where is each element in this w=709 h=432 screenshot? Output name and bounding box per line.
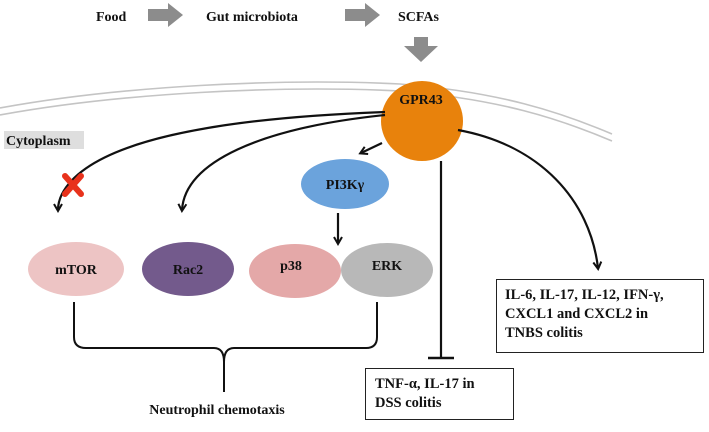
erk-node <box>341 243 433 297</box>
tnbs-colitis-box: IL-6, IL-17, IL-12, IFN-γ, CXCL1 and CXC… <box>496 279 704 353</box>
dss-colitis-box: TNF-α, IL-17 in DSS colitis <box>365 368 514 420</box>
arrow-to-tnbs <box>457 128 598 268</box>
gray-arrow-down <box>404 37 438 62</box>
dss-line-2: DSS colitis <box>375 395 442 411</box>
p38-node <box>249 244 341 298</box>
membrane-outer <box>0 81 613 135</box>
rac2-node <box>142 242 234 296</box>
chemotaxis-label: Neutrophil chemotaxis <box>149 403 285 418</box>
gpr43-label: GPR43 <box>399 93 443 108</box>
scfas-label: SCFAs <box>398 10 440 25</box>
cytoplasm-label: Cytoplasm <box>6 134 71 149</box>
gray-arrow-2 <box>345 3 380 27</box>
erk-label: ERK <box>372 259 402 274</box>
tnbs-line-2: CXCL1 and CXCL2 in <box>505 306 649 322</box>
chemotaxis-brace <box>73 302 378 392</box>
arrow-to-mtor <box>58 110 386 210</box>
cytoplasm-label-bg <box>4 131 84 149</box>
inhibition-x-icon <box>62 173 84 197</box>
gray-arrow-1 <box>148 3 183 27</box>
mtor-label: mTOR <box>55 263 98 278</box>
p38-label: p38 <box>280 259 302 274</box>
membrane-inner <box>0 88 613 142</box>
arrow-to-rac2 <box>182 113 386 210</box>
pi3k-label: PI3Kγ <box>326 178 365 193</box>
rac2-label: Rac2 <box>173 263 203 278</box>
pi3k-node <box>301 159 389 209</box>
dss-line-1: TNF-α, IL-17 in <box>375 376 475 392</box>
food-label: Food <box>96 10 127 25</box>
gpr43-receptor <box>381 81 463 161</box>
tnbs-line-1: IL-6, IL-17, IL-12, IFN-γ, <box>505 287 664 303</box>
mtor-node <box>28 242 124 296</box>
tnbs-line-3: TNBS colitis <box>505 325 583 341</box>
arrow-to-pi3k <box>361 142 383 153</box>
gut-microbiota-label: Gut microbiota <box>206 10 298 25</box>
